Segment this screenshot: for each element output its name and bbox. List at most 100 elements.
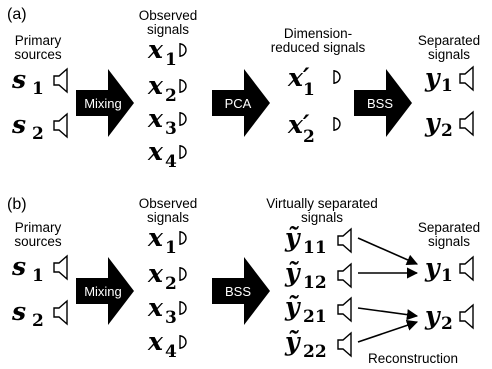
svg-text:4: 4 [165, 152, 177, 172]
panel-b-virtual-12: ỹ 12 [284, 258, 352, 293]
svg-text:2: 2 [32, 311, 44, 331]
svg-text:y: y [424, 301, 441, 330]
speaker-icon [53, 299, 68, 326]
speaker-icon [459, 255, 474, 282]
panel-b-observed-4: x 4 [147, 327, 187, 362]
pca-label: PCA [225, 96, 252, 111]
panel-b-bss-arrow: BSS [212, 257, 270, 325]
svg-text:22: 22 [303, 342, 327, 362]
svg-text:x: x [147, 104, 164, 133]
panel-b-virtual-label-1: Virtually separated [266, 196, 378, 211]
panel-b-observed-1: x 1 [147, 223, 187, 258]
svg-text:21: 21 [303, 307, 327, 327]
panel-b-source-1: s 1 [11, 252, 68, 286]
panel-b-virtual-label-2: signals [301, 210, 343, 225]
svg-text:2: 2 [441, 121, 453, 141]
panel-a-observed-label-1: Observed [139, 8, 198, 23]
panel-a-observed-3: x 3 [147, 104, 187, 139]
panel-a-separated-label-1: Separated [418, 33, 480, 48]
speaker-icon [53, 254, 68, 281]
panel-a-source-2: s 2 [11, 110, 68, 144]
microphone-icon [179, 267, 187, 281]
panel-b-observed-label-2: signals [147, 210, 189, 225]
panel-a-source-1: s 1 [11, 65, 68, 99]
panel-a-reduced-2: x′ 2 [287, 110, 341, 147]
svg-text:s: s [11, 65, 26, 94]
reconstruction-label: Reconstruction [368, 351, 458, 366]
speaker-icon [53, 67, 68, 94]
panel-a-separated-label-2: signals [428, 47, 470, 62]
mixing-label: Mixing [84, 96, 122, 111]
svg-text:1: 1 [32, 79, 44, 99]
panel-a-tag: (a) [7, 6, 27, 23]
svg-text:x: x [147, 71, 164, 100]
svg-text:y: y [424, 63, 441, 92]
svg-text:ỹ: ỹ [284, 258, 301, 287]
svg-text:ỹ: ỹ [284, 292, 301, 321]
speaker-icon [337, 262, 352, 289]
microphone-icon [179, 79, 187, 93]
svg-text:x: x [147, 35, 164, 64]
panel-a-observed-4: x 4 [147, 137, 187, 172]
panel-b-virtual-21: ỹ 21 [284, 292, 352, 327]
microphone-icon [179, 145, 187, 159]
svg-text:s: s [11, 110, 26, 139]
panel-b-observed-2: x 2 [147, 259, 187, 294]
arrow-y21-to-y2 [357, 307, 419, 321]
panel-a-mixing-arrow: Mixing [76, 69, 134, 137]
svg-text:1: 1 [32, 266, 44, 286]
arrow-y11-to-y1 [357, 237, 419, 266]
svg-text:y: y [424, 253, 441, 282]
microphone-icon [179, 301, 187, 315]
svg-text:x: x [147, 137, 164, 166]
svg-text:1: 1 [441, 266, 453, 286]
panel-b-source-2: s 2 [11, 297, 68, 331]
panel-a-primary-sources-label-1: Primary [15, 33, 62, 48]
panel-a-pca-arrow: PCA [212, 69, 270, 137]
svg-text:x: x [147, 259, 164, 288]
svg-text:4: 4 [165, 342, 177, 362]
panel-b-virtual-22: ỹ 22 [284, 327, 352, 362]
speaker-icon [459, 303, 474, 330]
panel-b-primary-sources-label-2: sources [14, 234, 62, 249]
svg-text:x: x [147, 293, 164, 322]
panel-a-observed-2: x 2 [147, 71, 187, 106]
speaker-icon [459, 65, 474, 92]
speaker-icon [337, 227, 352, 254]
panel-b-separated-label-2: signals [428, 234, 470, 249]
panel-a-bss-arrow: BSS [354, 69, 412, 137]
bss-label: BSS [367, 96, 393, 111]
svg-text:x: x [147, 223, 164, 252]
svg-text:x: x [147, 327, 164, 356]
svg-text:2: 2 [165, 86, 177, 106]
panel-b-primary-sources-label-1: Primary [15, 220, 62, 235]
panel-b-separated-2: y 2 [424, 301, 474, 334]
speaker-icon [337, 331, 352, 358]
microphone-icon [333, 117, 341, 131]
panel-b-separated-label-1: Separated [418, 220, 480, 235]
svg-text:ỹ: ỹ [284, 223, 301, 252]
svg-text:ỹ: ỹ [284, 327, 301, 356]
microphone-icon [179, 43, 187, 57]
svg-text:x′: x′ [287, 63, 310, 92]
panel-a-reduced-label-2: reduced signals [271, 40, 366, 55]
svg-text:2: 2 [441, 314, 453, 334]
svg-text:1: 1 [441, 76, 453, 96]
svg-text:s: s [11, 297, 26, 326]
panel-b-virtual-11: ỹ 11 [284, 223, 352, 258]
svg-text:3: 3 [165, 119, 177, 139]
panel-b-observed-3: x 3 [147, 293, 187, 328]
svg-text:2: 2 [165, 274, 177, 294]
panel-a-observed-label-2: signals [147, 22, 189, 37]
microphone-icon [333, 70, 341, 84]
speaker-icon [53, 112, 68, 139]
reconstruction-arrows [357, 237, 419, 343]
arrow-y22-to-y2 [357, 319, 419, 343]
panel-b-mixing-arrow: Mixing [76, 257, 134, 325]
panel-b-separated-1: y 1 [424, 253, 474, 286]
svg-text:2: 2 [303, 127, 315, 147]
speaker-icon [459, 110, 474, 137]
svg-text:s: s [11, 252, 26, 281]
panel-a-observed-1: x 1 [147, 35, 187, 70]
